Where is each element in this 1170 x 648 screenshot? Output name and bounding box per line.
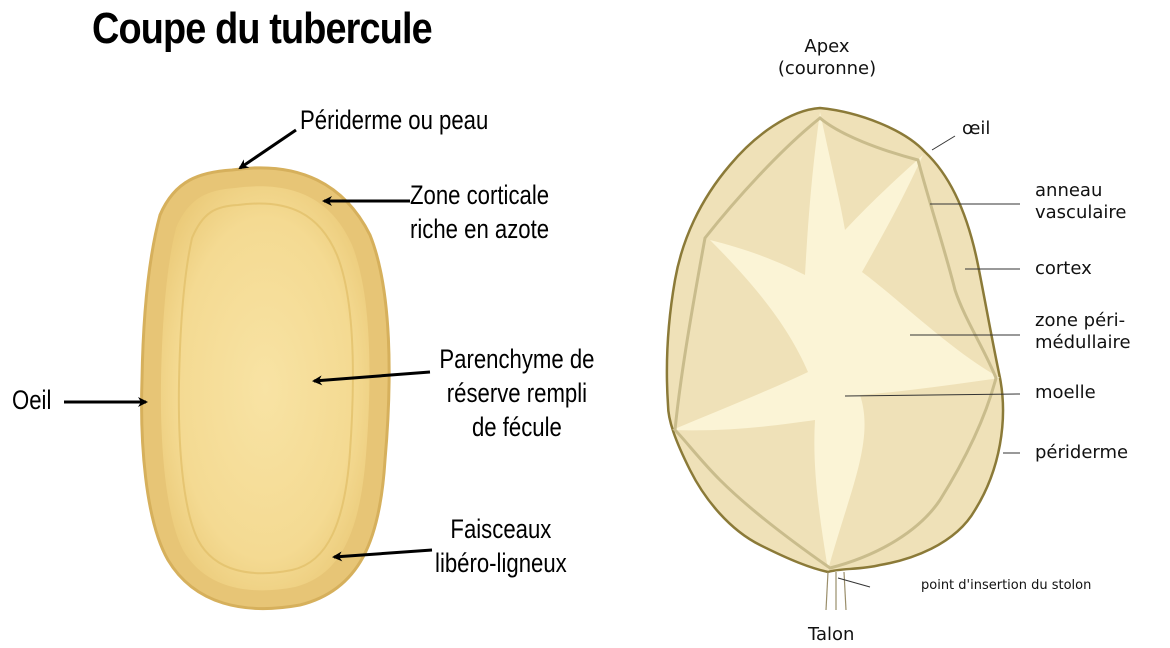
label-anneau-line1: anneau (1035, 180, 1126, 202)
label-anneau-line2: vasculaire (1035, 202, 1126, 224)
leader-oeil (932, 136, 955, 150)
label-faisceaux: Faisceaux libéro-ligneux (432, 512, 570, 580)
label-faisceaux-line1: Faisceaux (432, 512, 570, 546)
label-periderme-right: périderme (1035, 442, 1128, 464)
label-anneau-vasculaire: anneau vasculaire (1035, 180, 1126, 224)
label-apex: Apex (couronne) (772, 36, 882, 80)
label-zone-perimedullaire: zone péri- médullaire (1035, 310, 1131, 354)
tuber-section-left (142, 168, 390, 609)
label-periderme-peau: Périderme ou peau (300, 103, 488, 137)
arrow-periderme (240, 130, 296, 168)
label-talon: Talon (808, 624, 854, 646)
label-parenchyme-line3: de fécule (430, 410, 604, 444)
label-faisceaux-line2: libéro-ligneux (432, 546, 570, 580)
tuber-section-right (667, 108, 1003, 610)
label-zone-corticale-line2: riche en azote (410, 212, 549, 246)
label-zone-corticale: Zone corticale riche en azote (410, 178, 549, 246)
label-apex-line2: (couronne) (772, 58, 882, 80)
tuber-flesh (161, 186, 370, 590)
label-zone-line2: médullaire (1035, 332, 1131, 354)
label-oeil-left: Oeil (12, 383, 51, 417)
label-parenchyme-line2: réserve rempli (430, 376, 604, 410)
label-parenchyme: Parenchyme de réserve rempli de fécule (430, 342, 604, 444)
leader-stolon (838, 578, 870, 587)
diagram-title: Coupe du tubercule (92, 4, 432, 54)
label-apex-line1: Apex (772, 36, 882, 58)
label-moelle: moelle (1035, 382, 1096, 404)
label-parenchyme-line1: Parenchyme de (430, 342, 604, 376)
label-cortex: cortex (1035, 258, 1092, 280)
label-zone-corticale-line1: Zone corticale (410, 178, 549, 212)
stolon (826, 572, 846, 610)
label-oeil-right: œil (962, 118, 990, 140)
label-zone-line1: zone péri- (1035, 310, 1131, 332)
label-point-insertion-stolon: point d'insertion du stolon (921, 578, 1091, 593)
